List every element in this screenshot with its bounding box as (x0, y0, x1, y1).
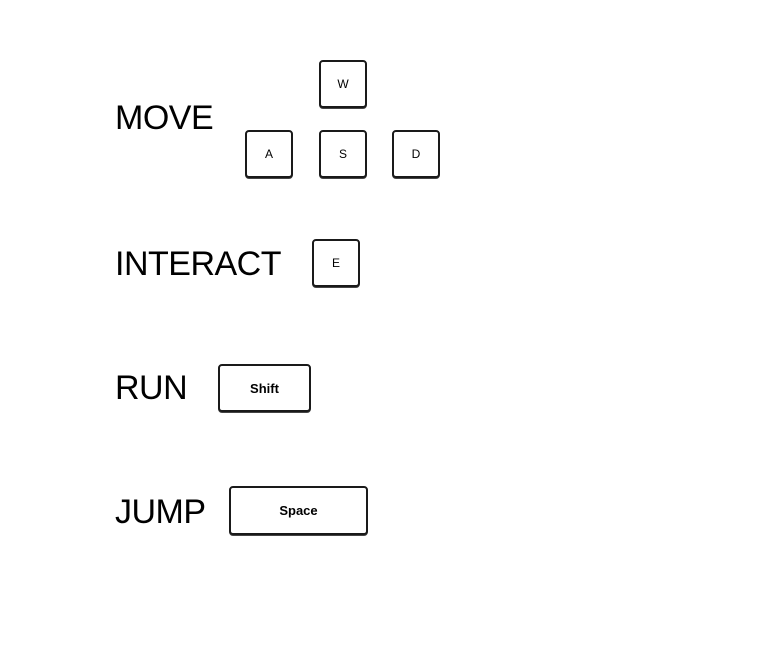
key-a: A (245, 130, 293, 178)
jump-label: JUMP (115, 493, 206, 531)
key-shift: Shift (218, 364, 311, 412)
key-w: W (319, 60, 367, 108)
key-e: E (312, 239, 360, 287)
key-s: S (319, 130, 367, 178)
interact-label: INTERACT (115, 245, 282, 283)
move-label: MOVE (115, 99, 214, 137)
key-d: D (392, 130, 440, 178)
key-space: Space (229, 486, 368, 535)
run-label: RUN (115, 369, 188, 407)
